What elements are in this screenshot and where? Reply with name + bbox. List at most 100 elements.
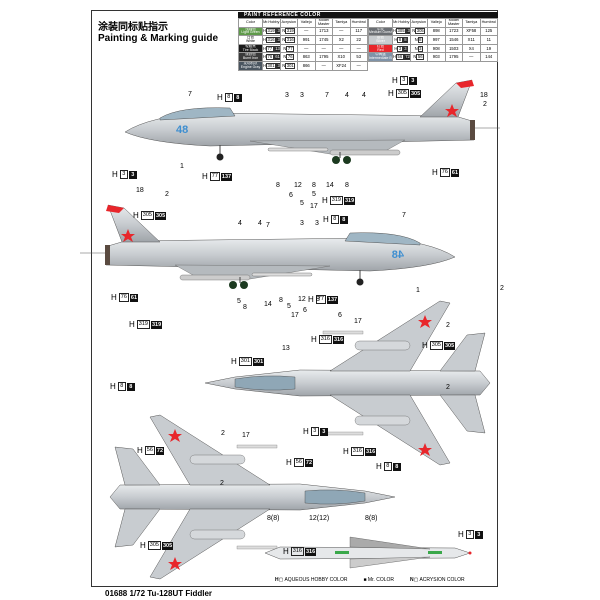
part-number-label: 6 xyxy=(303,307,307,314)
missile-detail xyxy=(264,536,472,569)
hobby-code: 77 xyxy=(209,172,220,181)
part-number-label: 7 xyxy=(325,92,329,99)
h-code: 319 xyxy=(266,28,277,35)
part-number-label: 12 xyxy=(294,182,302,189)
mr-color-code: 8 xyxy=(233,93,242,102)
part-number-label: 2 xyxy=(446,322,450,329)
hobby-code: 305 xyxy=(140,211,154,220)
color-name-cn: 红色 xyxy=(377,44,384,48)
mr-color-code: 8 xyxy=(339,215,348,224)
part-number-label: 4 xyxy=(362,92,366,99)
mr-code: 319 xyxy=(276,28,280,35)
mr-color-code: 137 xyxy=(220,172,233,181)
h-prefix: H xyxy=(343,447,349,456)
color-name: Medium Gunship Gray xyxy=(369,30,393,35)
color-name: Engine Gray xyxy=(240,64,261,69)
color-name-cn: 轮胎黑 xyxy=(245,44,256,48)
color-name: Red xyxy=(377,47,384,52)
humbrol: — xyxy=(349,60,368,71)
h-prefix: H xyxy=(311,335,317,344)
part-number-label: 2 xyxy=(221,430,225,437)
hobby-code: 316 xyxy=(290,547,304,556)
part-number-label: 8 xyxy=(316,296,320,303)
part-number-label: 5 xyxy=(287,303,291,310)
part-number-label: 6 xyxy=(289,192,293,199)
h-code: 76 xyxy=(266,54,274,61)
part-number-label: 18 xyxy=(480,92,488,99)
hobby-code: 8 xyxy=(117,382,126,391)
h-prefix: H xyxy=(388,89,394,98)
h-prefix: H xyxy=(286,458,292,467)
hobby-code: 76 xyxy=(439,168,450,177)
n-code: 316 xyxy=(285,36,296,43)
color-name-cn: 中间蓝 xyxy=(375,52,386,57)
product-title: 01688 1/72 Tu-128UT Fiddler xyxy=(105,589,213,598)
legend-mr: ■ Mr. COLOR xyxy=(363,577,394,583)
h-prefix: H xyxy=(392,76,398,85)
hobby-code: 76 xyxy=(118,293,129,302)
hobby-code: 8 xyxy=(224,93,233,102)
mr-color-code: 72 xyxy=(155,446,165,455)
hobby-code: 301 xyxy=(238,357,252,366)
hobby-code: 3 xyxy=(310,427,319,436)
n-code: 8 xyxy=(417,36,423,43)
mr-color-code: 305 xyxy=(161,541,174,550)
h-code: 305 xyxy=(396,28,407,35)
part-number-label: 8 xyxy=(279,297,283,304)
color-name: Light Green xyxy=(241,30,260,35)
part-number-label: 4 xyxy=(258,220,262,227)
mr-color-code: 305 xyxy=(154,211,167,220)
h-prefix: H xyxy=(140,541,146,550)
h-prefix: H xyxy=(303,427,309,436)
part-number-label: 14 xyxy=(264,301,272,308)
part-number-label: 8 xyxy=(276,182,280,189)
part-number-label: 5 xyxy=(237,298,241,305)
mr-color-code: 8 xyxy=(126,382,135,391)
h-prefix: H xyxy=(231,357,237,366)
mr-code: 3 xyxy=(402,45,409,52)
h-prefix: H xyxy=(137,446,143,455)
part-number-label: 14 xyxy=(326,182,334,189)
mr-color-code: 319 xyxy=(343,196,356,205)
hobby-code: 77 xyxy=(315,295,326,304)
part-number-label: 3 xyxy=(300,92,304,99)
humbrol: 144 xyxy=(479,52,498,62)
h-code: 56 xyxy=(396,54,404,61)
title-english: Painting & Marking guide xyxy=(98,33,219,44)
n-code: 3 xyxy=(417,45,423,52)
h-code: 301 xyxy=(266,62,277,69)
part-number-label: 8 xyxy=(243,304,247,311)
h-prefix: H xyxy=(458,530,464,539)
color-name: Intermediate Blue xyxy=(369,56,393,61)
color-name-cn: 中灰 xyxy=(377,27,384,31)
color-name-cn: 银色 xyxy=(377,35,384,40)
hobby-code: 305 xyxy=(147,541,161,550)
part-number-label: 17 xyxy=(354,318,362,325)
h-prefix: H xyxy=(202,172,208,181)
mr-code: 61 xyxy=(273,54,280,61)
hobby-code: 56 xyxy=(293,458,304,467)
n-code: 301 xyxy=(285,62,296,69)
mr-color-code: 3 xyxy=(128,170,137,179)
mr-color-code: 301 xyxy=(252,357,265,366)
hobby-code: 305 xyxy=(395,89,409,98)
mr-color-code: 305 xyxy=(409,89,422,98)
color-name-cn: 白色 xyxy=(247,35,254,40)
n-code: 56 xyxy=(416,54,425,61)
